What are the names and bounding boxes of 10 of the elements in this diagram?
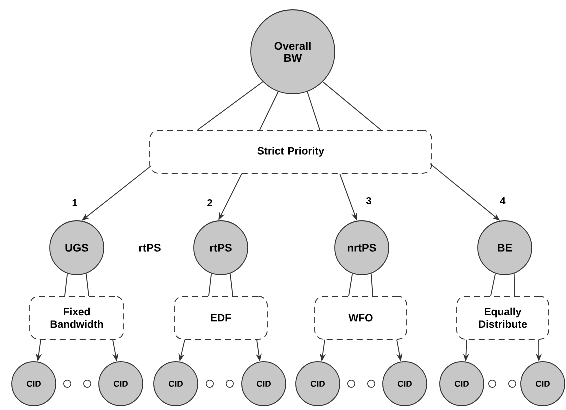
scheduler-box: Equally Distribute (456, 296, 550, 340)
edge-label: 2 (208, 200, 212, 206)
class-label: rtPS (139, 244, 161, 252)
edge-label: 4 (500, 198, 506, 204)
edge-label: 1 (72, 200, 78, 206)
scheduler-box: Strict Priority (150, 130, 432, 174)
scheduler-box: WFO (314, 296, 408, 340)
scheduler-box: EDF (174, 296, 268, 340)
edge-label: 3 (366, 197, 372, 205)
scheduler-box: Fixed Bandwidth (30, 296, 124, 340)
